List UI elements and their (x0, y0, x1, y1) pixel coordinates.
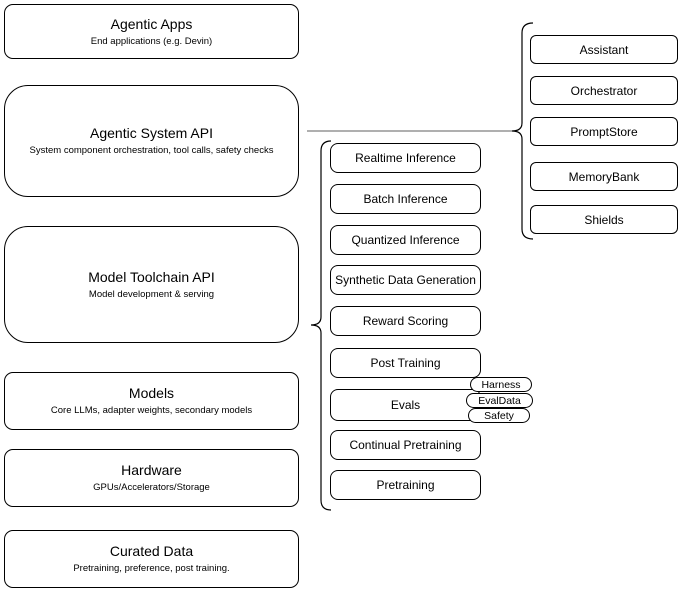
box-subtitle: Pretraining, preference, post training. (73, 563, 230, 574)
box-subtitle: Core LLMs, adapter weights, secondary mo… (50, 405, 253, 416)
box-realtime-inference: Realtime Inference (330, 143, 481, 173)
box-label: Post Training (370, 356, 441, 370)
box-curated-data: Curated Data Pretraining, preference, po… (4, 530, 299, 588)
box-hardware: Hardware GPUs/Accelerators/Storage (4, 449, 299, 507)
box-assistant: Assistant (530, 35, 678, 64)
box-title: Model Toolchain API (88, 268, 215, 285)
box-label: Realtime Inference (355, 151, 456, 165)
box-title: Agentic Apps (110, 15, 193, 32)
tag-label: EvalData (478, 394, 521, 407)
box-agentic-system-api: Agentic System API System component orch… (4, 85, 299, 197)
box-label: Assistant (579, 42, 629, 57)
box-label: Reward Scoring (362, 314, 449, 328)
box-label: Batch Inference (363, 192, 448, 206)
toolchain-brace (310, 140, 332, 511)
box-label: Shields (584, 212, 624, 227)
tag-evaldata: EvalData (466, 393, 533, 408)
box-post-training: Post Training (330, 348, 481, 378)
box-subtitle: Model development & serving (88, 288, 215, 300)
box-subtitle: End applications (e.g. Devin) (90, 35, 213, 47)
box-orchestrator: Orchestrator (530, 76, 678, 105)
box-promptstore: PromptStore (530, 117, 678, 146)
box-subtitle: System component orchestration, tool cal… (29, 145, 274, 156)
box-label: Pretraining (376, 478, 435, 492)
box-label: PromptStore (570, 124, 638, 139)
box-model-toolchain-api: Model Toolchain API Model development & … (4, 226, 299, 343)
box-evals: Evals (330, 389, 481, 421)
box-memorybank: MemoryBank (530, 162, 678, 191)
box-label: Synthetic Data Generation (335, 273, 476, 287)
tag-label: Safety (484, 409, 514, 422)
box-batch-inference: Batch Inference (330, 184, 481, 214)
box-label: MemoryBank (568, 169, 640, 184)
box-label: Orchestrator (570, 83, 638, 98)
box-label: Quantized Inference (351, 233, 460, 247)
box-pretraining: Pretraining (330, 470, 481, 500)
box-continual-pretraining: Continual Pretraining (330, 430, 481, 460)
box-quantized-inference: Quantized Inference (330, 225, 481, 255)
box-models: Models Core LLMs, adapter weights, secon… (4, 372, 299, 430)
tag-safety: Safety (468, 408, 530, 423)
box-agentic-apps: Agentic Apps End applications (e.g. Devi… (4, 4, 299, 59)
box-shields: Shields (530, 205, 678, 234)
tag-label: Harness (481, 378, 521, 391)
box-title: Hardware (121, 462, 182, 478)
box-title: Agentic System API (90, 125, 213, 141)
box-label: Evals (390, 398, 421, 412)
tag-harness: Harness (470, 377, 532, 392)
box-synthetic-data-generation: Synthetic Data Generation (330, 265, 481, 295)
system-components-brace (511, 22, 534, 240)
box-reward-scoring: Reward Scoring (330, 306, 481, 336)
box-title: Curated Data (109, 543, 194, 559)
box-label: Continual Pretraining (349, 438, 462, 452)
box-title: Models (128, 385, 175, 401)
box-subtitle: GPUs/Accelerators/Storage (93, 482, 210, 493)
